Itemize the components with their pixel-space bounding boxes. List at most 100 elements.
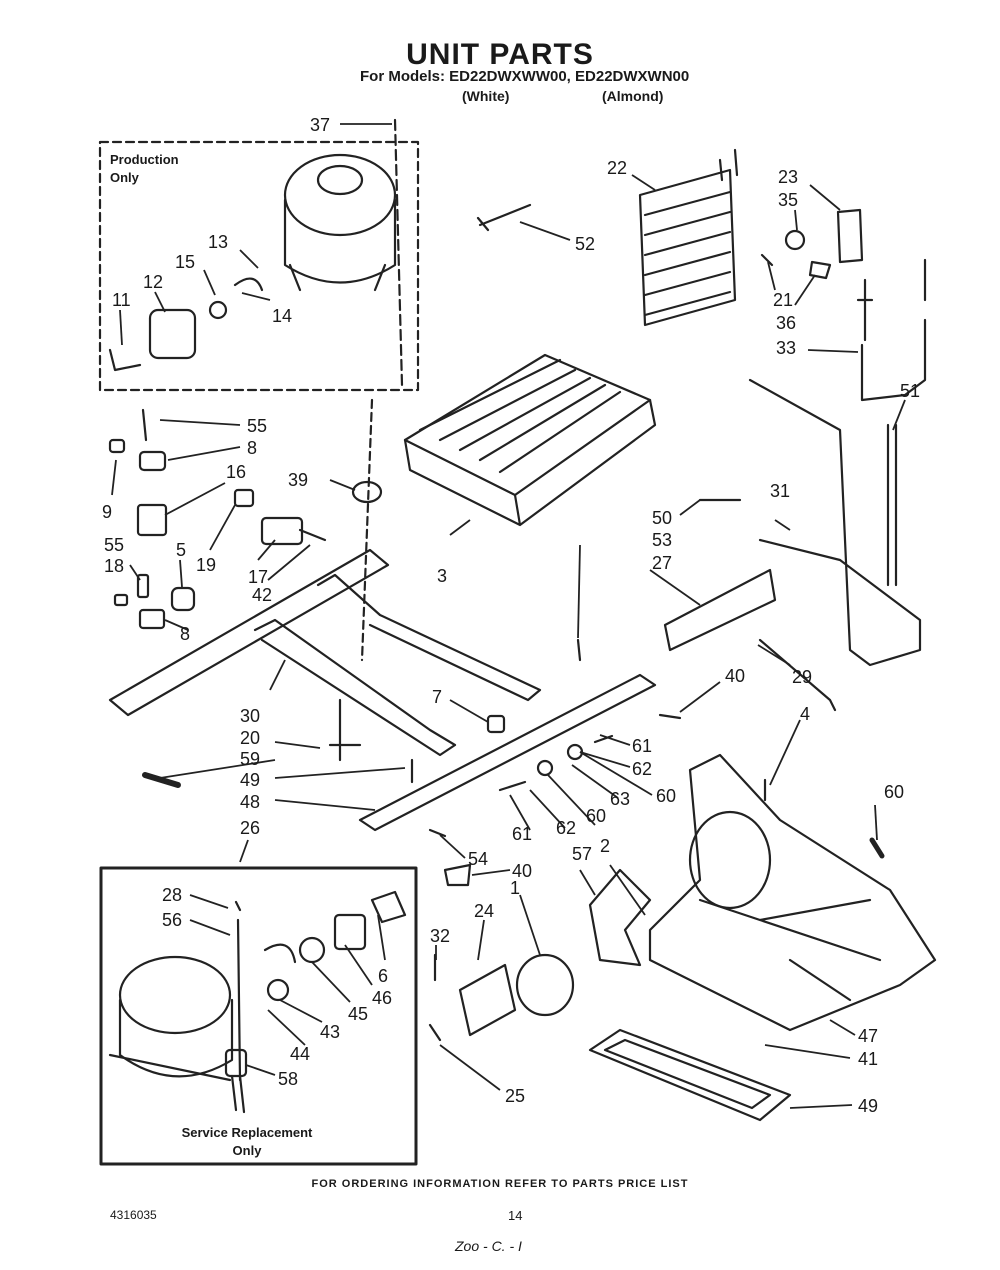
bracket-23 [836,208,864,264]
part-number-label: 25 [505,1086,525,1106]
tube-33 [856,278,927,402]
part-number-label: 13 [208,232,228,252]
part-number-label: 40 [725,666,745,686]
part-number-label: 40 [512,861,532,881]
part-number-label: 4 [800,704,810,724]
part-7 [486,714,506,734]
part-number-label: 26 [240,818,260,838]
part-13 [233,277,264,292]
part-number-label: 36 [776,313,796,333]
part-number-label: 31 [770,481,790,501]
part-number-label: 16 [226,462,246,482]
part-number-label: 19 [196,555,216,575]
clip-58 [263,943,297,964]
part-number-label: 54 [468,849,488,869]
page-title: UNIT PARTS [406,38,594,71]
part-number-label: 30 [240,706,260,726]
part-number-label: 52 [575,234,595,254]
part-19 [233,488,255,508]
part-number-label: 24 [474,901,494,921]
part-8b [138,608,166,630]
page-number: 14 [508,1208,523,1223]
part-number-label: 7 [432,687,442,707]
finish-almond-label: (Almond) [602,88,664,104]
part-number-label: 53 [652,530,672,550]
condenser-coil [638,148,739,327]
base-plate [648,753,937,1032]
part-number-label: 63 [610,789,630,809]
part-number-label: 46 [372,988,392,1008]
part-35 [784,229,806,251]
part-number-label: 49 [240,770,260,790]
part-number-label: 47 [858,1026,878,1046]
wire-42 [298,528,327,542]
part-52 [476,203,532,232]
part-44 [266,978,290,1002]
part-40b [428,828,447,838]
part-number-label: 17 [248,567,268,587]
bracket-32 [458,963,517,1037]
leader-39 [360,398,374,662]
part-number-label: 61 [512,824,532,844]
part-number-label: 1 [510,878,520,898]
part-number-label: 32 [430,926,450,946]
part-number-label: 58 [278,1069,298,1089]
part-60 [536,759,554,777]
fan-blade-2 [588,868,652,967]
part-number-label: 20 [240,728,260,748]
part-number-label: 22 [607,158,627,178]
part-number-label: 29 [792,667,812,687]
parts-61-62 [498,734,614,792]
drier-27 [663,568,777,652]
part-21 [760,253,774,267]
service-label-line2: Only [232,1143,262,1158]
part-number-label: 8 [180,624,190,644]
production-only-box [98,140,420,392]
relay-12 [148,308,197,360]
part-5 [170,586,196,612]
part-number-label: 60 [586,806,606,826]
models-line: For Models: ED22DWXWW00, ED22DWXWN00 [360,68,690,85]
screw-53 [576,638,582,662]
part-18b [113,593,129,607]
part-number-label: 33 [776,338,796,358]
part-number-label: 57 [572,844,592,864]
compressor-service [108,955,234,1082]
part-number-label: 21 [773,290,793,310]
part-number-label: 45 [348,1004,368,1024]
compressor-production [283,153,397,292]
part-number-label: 9 [102,502,112,522]
ordering-note: FOR ORDERING INFORMATION REFER TO PARTS … [311,1178,689,1190]
part-43 [298,936,326,964]
clip-11 [108,348,142,372]
part-number-label: 51 [900,381,920,401]
tube-31 [748,378,922,667]
part-number-label: 3 [437,566,447,586]
part-59 [142,772,181,788]
part-number-label: 27 [652,553,672,573]
part-number-label: 5 [176,540,186,560]
production-label: Production Only [110,151,179,187]
part-number-label: 2 [600,836,610,856]
rail-48 [358,673,657,832]
part-number-label: 18 [104,556,124,576]
part-number-label: 8 [247,438,257,458]
part-number-label: 28 [162,885,182,905]
part-number-label: 39 [288,470,308,490]
part-number-label: 43 [320,1022,340,1042]
finish-white-label: (White) [462,88,510,104]
part-9 [108,438,126,454]
part-number-label: 6 [378,966,388,986]
capacitor-47 [224,1048,248,1078]
part-17 [260,516,304,546]
screw-55 [141,408,148,442]
part-number-label: 23 [778,167,798,187]
part-63 [566,743,584,761]
service-replacement-box [99,866,418,1166]
part-number-label: 35 [778,190,798,210]
part-36 [808,260,832,280]
service-label: Service Replacement Only [162,1124,332,1160]
